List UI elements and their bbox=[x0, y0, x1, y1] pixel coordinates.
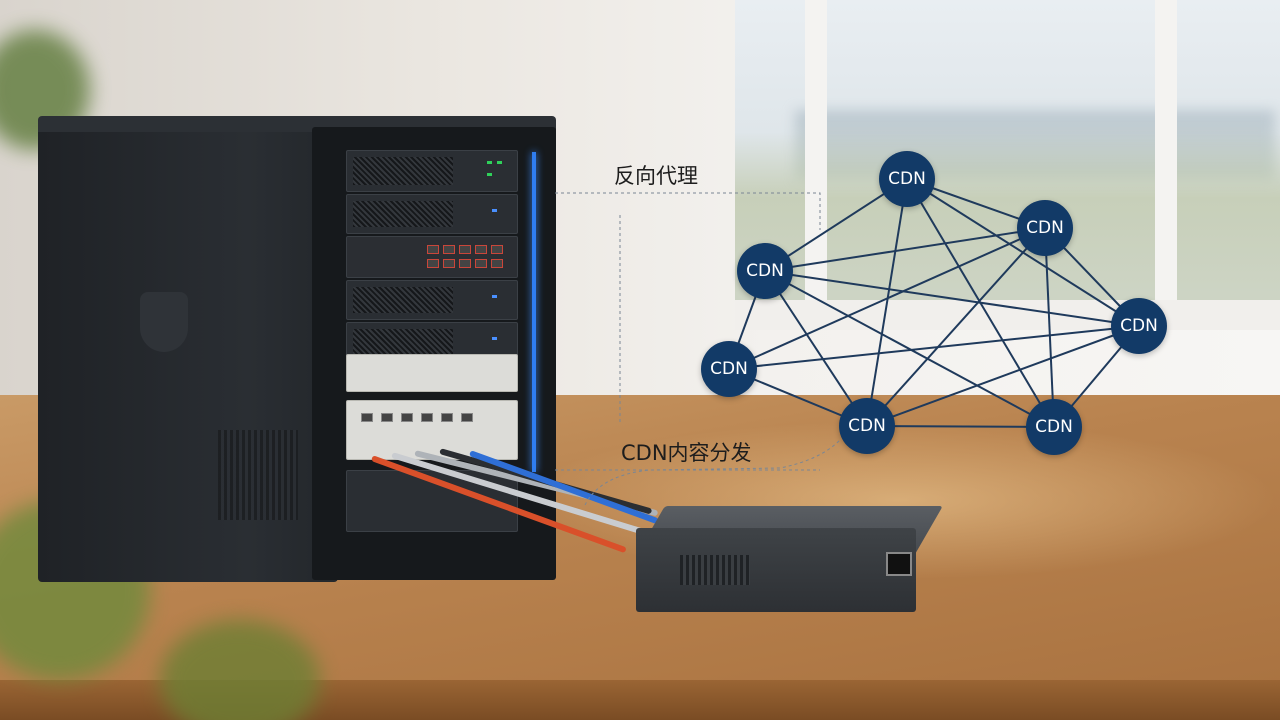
background-window bbox=[735, 0, 1280, 330]
status-led bbox=[487, 173, 492, 176]
tower-logo-emboss bbox=[140, 292, 188, 352]
network-port bbox=[427, 245, 439, 254]
network-port bbox=[475, 259, 487, 268]
window-view-haze bbox=[795, 110, 1275, 180]
blue-led-strip bbox=[532, 152, 536, 472]
network-edge bbox=[866, 425, 1055, 428]
network-port bbox=[443, 245, 455, 254]
cdn-node-left-upper: CDN bbox=[737, 243, 793, 299]
window-mullion bbox=[805, 0, 827, 320]
status-led bbox=[492, 295, 497, 298]
device-vent bbox=[680, 555, 750, 585]
status-led bbox=[497, 161, 502, 164]
device-ethernet-port bbox=[886, 552, 912, 576]
network-port bbox=[381, 413, 393, 422]
status-led bbox=[492, 337, 497, 340]
network-port bbox=[441, 413, 453, 422]
cdn-node-top-right: CDN bbox=[1017, 200, 1073, 256]
unit-mesh bbox=[353, 287, 453, 313]
network-port bbox=[461, 413, 473, 422]
unit-mesh bbox=[353, 201, 453, 227]
network-edge bbox=[728, 325, 1140, 370]
network-edge bbox=[866, 178, 908, 427]
network-edge bbox=[764, 270, 1140, 327]
network-port bbox=[443, 259, 455, 268]
network-edge bbox=[866, 325, 1140, 427]
network-edge bbox=[906, 178, 1140, 327]
status-led bbox=[487, 161, 492, 164]
rack-unit-1 bbox=[346, 150, 518, 192]
network-port bbox=[475, 245, 487, 254]
cdn-node-bottom-center: CDN bbox=[839, 398, 895, 454]
network-port bbox=[491, 259, 503, 268]
plant-leaves-bottom-right bbox=[160, 620, 320, 720]
network-edge bbox=[1044, 227, 1055, 428]
rack-unit-2 bbox=[346, 194, 518, 234]
network-port bbox=[491, 245, 503, 254]
network-edge bbox=[764, 270, 868, 427]
rack-unit-3 bbox=[346, 280, 518, 320]
unit-mesh bbox=[353, 329, 453, 357]
network-edge bbox=[764, 227, 1046, 272]
network-edge bbox=[866, 227, 1046, 427]
network-edge bbox=[764, 270, 1055, 428]
cdn-node-right: CDN bbox=[1111, 298, 1167, 354]
status-led bbox=[492, 209, 497, 212]
tower-side-vent bbox=[218, 430, 298, 520]
network-port bbox=[361, 413, 373, 422]
rack-patch-panel bbox=[346, 400, 518, 460]
network-port bbox=[421, 413, 433, 422]
cdn-node-left-lower: CDN bbox=[701, 341, 757, 397]
window-mullion bbox=[1155, 0, 1177, 320]
network-port bbox=[459, 259, 471, 268]
reverse-proxy-label: 反向代理 bbox=[614, 164, 698, 188]
network-port bbox=[427, 259, 439, 268]
proxy-connector-line bbox=[555, 192, 821, 230]
rack-unit-light bbox=[346, 354, 518, 392]
cdn-node-bottom-right: CDN bbox=[1026, 399, 1082, 455]
cdn-node-top: CDN bbox=[879, 151, 935, 207]
unit-mesh bbox=[353, 157, 453, 185]
cdn-distribution-label: CDN内容分发 bbox=[621, 441, 752, 465]
rack-unit-switch-red bbox=[346, 236, 518, 278]
network-edge bbox=[728, 227, 1046, 370]
network-port bbox=[401, 413, 413, 422]
network-port bbox=[459, 245, 471, 254]
